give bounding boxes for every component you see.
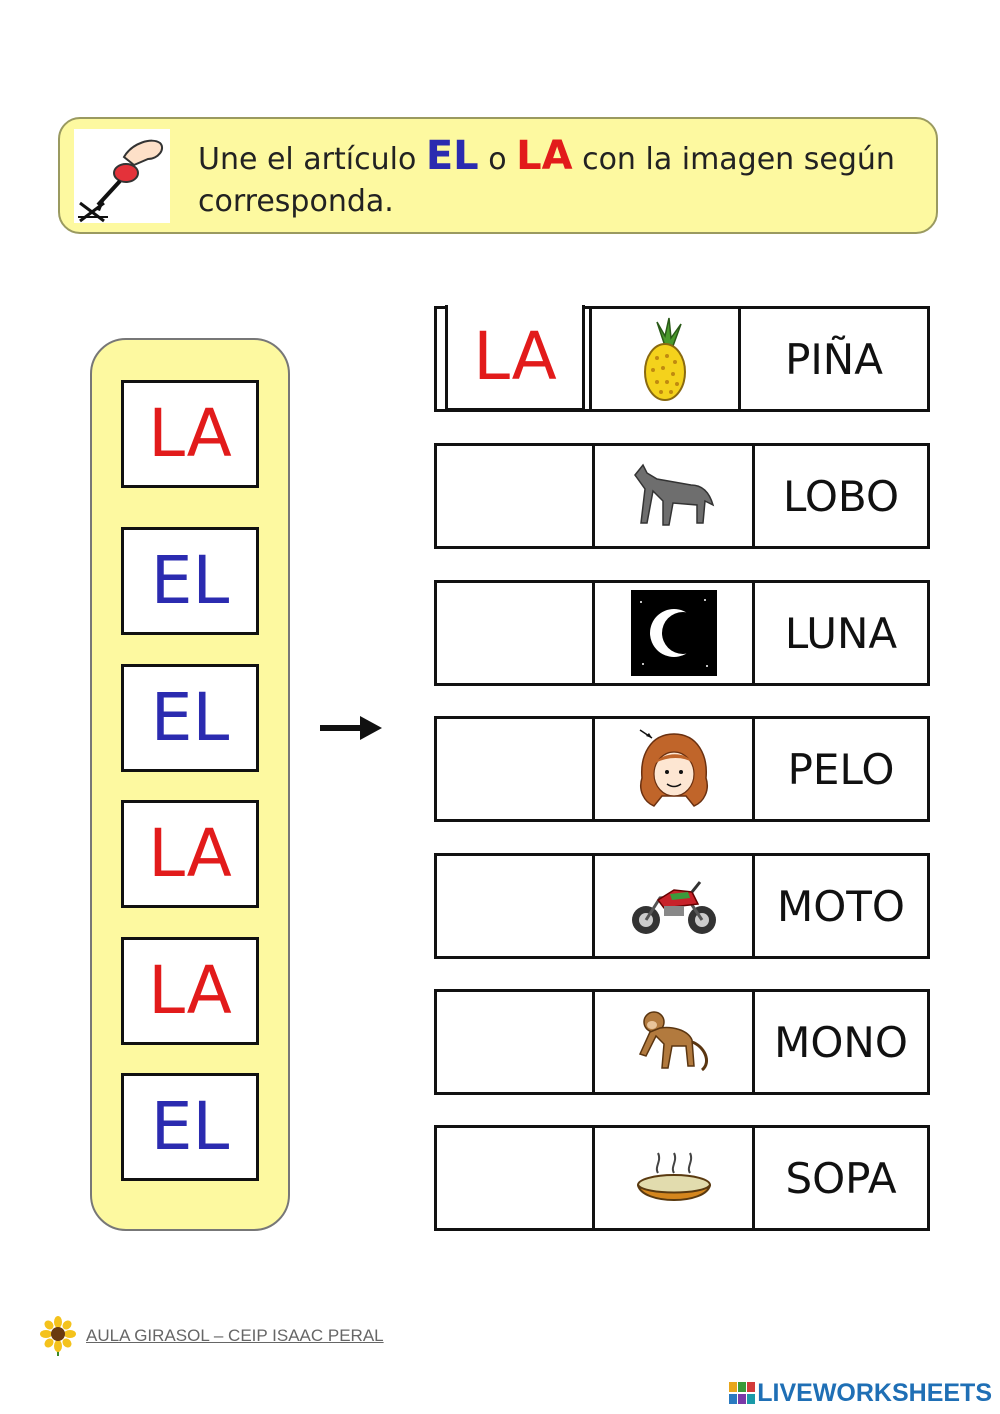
drop-slot[interactable]: LA xyxy=(437,305,589,411)
word-label: PIÑA xyxy=(785,334,883,384)
article-card[interactable]: LA xyxy=(121,380,259,488)
word-label: MOTO xyxy=(776,881,905,931)
word-label: LOBO xyxy=(782,471,900,521)
match-row-mono: MONO xyxy=(434,989,930,1095)
soup-icon xyxy=(595,1128,755,1228)
footer: AULA GIRASOL – CEIP ISAAC PERAL xyxy=(40,1316,384,1356)
word-label: MONO xyxy=(774,1017,908,1067)
word-label: SOPA xyxy=(785,1153,897,1203)
monkey-icon xyxy=(595,992,755,1092)
match-row-sopa: SOPA xyxy=(434,1125,930,1231)
motorcycle-icon xyxy=(595,856,755,956)
brand-logo: LIVEWORKSHEETS xyxy=(729,1378,992,1408)
footer-text: AULA GIRASOL – CEIP ISAAC PERAL xyxy=(86,1326,384,1345)
match-row-luna: LUNA xyxy=(434,580,930,686)
drop-slot[interactable] xyxy=(437,583,595,683)
join-pictogram-icon xyxy=(74,129,170,223)
article-card[interactable]: EL xyxy=(121,527,259,635)
drop-slot[interactable] xyxy=(437,719,595,819)
sunflower-icon xyxy=(40,1316,76,1356)
word-label: LUNA xyxy=(784,608,898,658)
word-label: PELO xyxy=(787,744,895,794)
article-card[interactable]: LA xyxy=(121,800,259,908)
match-row-moto: MOTO xyxy=(434,853,930,959)
article-card[interactable]: EL xyxy=(121,1073,259,1181)
instruction-banner: Une el artículo EL o LA con la imagen se… xyxy=(58,117,938,234)
instruction-text: Une el artículo EL o LA con la imagen se… xyxy=(198,135,918,223)
article-card[interactable]: EL xyxy=(121,664,259,772)
drop-slot[interactable] xyxy=(437,446,595,546)
hair-icon xyxy=(595,719,755,819)
instruction-el: EL xyxy=(425,133,479,179)
instruction-part2: o xyxy=(478,142,517,177)
brand-text: LIVEWORKSHEETS xyxy=(757,1378,992,1407)
moon-icon xyxy=(595,583,755,683)
instruction-part3: con la imagen según corresponda. xyxy=(198,142,895,219)
right-arrow-icon xyxy=(320,716,382,740)
drop-slot[interactable] xyxy=(437,1128,595,1228)
instruction-part1: Une el artículo xyxy=(198,142,426,177)
wolf-icon xyxy=(595,446,755,546)
drop-slot[interactable] xyxy=(437,856,595,956)
placed-article-card[interactable]: LA xyxy=(445,305,585,411)
pineapple-icon xyxy=(589,309,741,409)
instruction-la: LA xyxy=(516,133,573,179)
liveworksheets-logo-icon xyxy=(729,1382,756,1404)
drop-slot[interactable] xyxy=(437,992,595,1092)
match-row-pina: LA PIÑA xyxy=(434,305,930,412)
match-row-pelo: PELO xyxy=(434,716,930,822)
article-card[interactable]: LA xyxy=(121,937,259,1045)
match-row-lobo: LOBO xyxy=(434,443,930,549)
